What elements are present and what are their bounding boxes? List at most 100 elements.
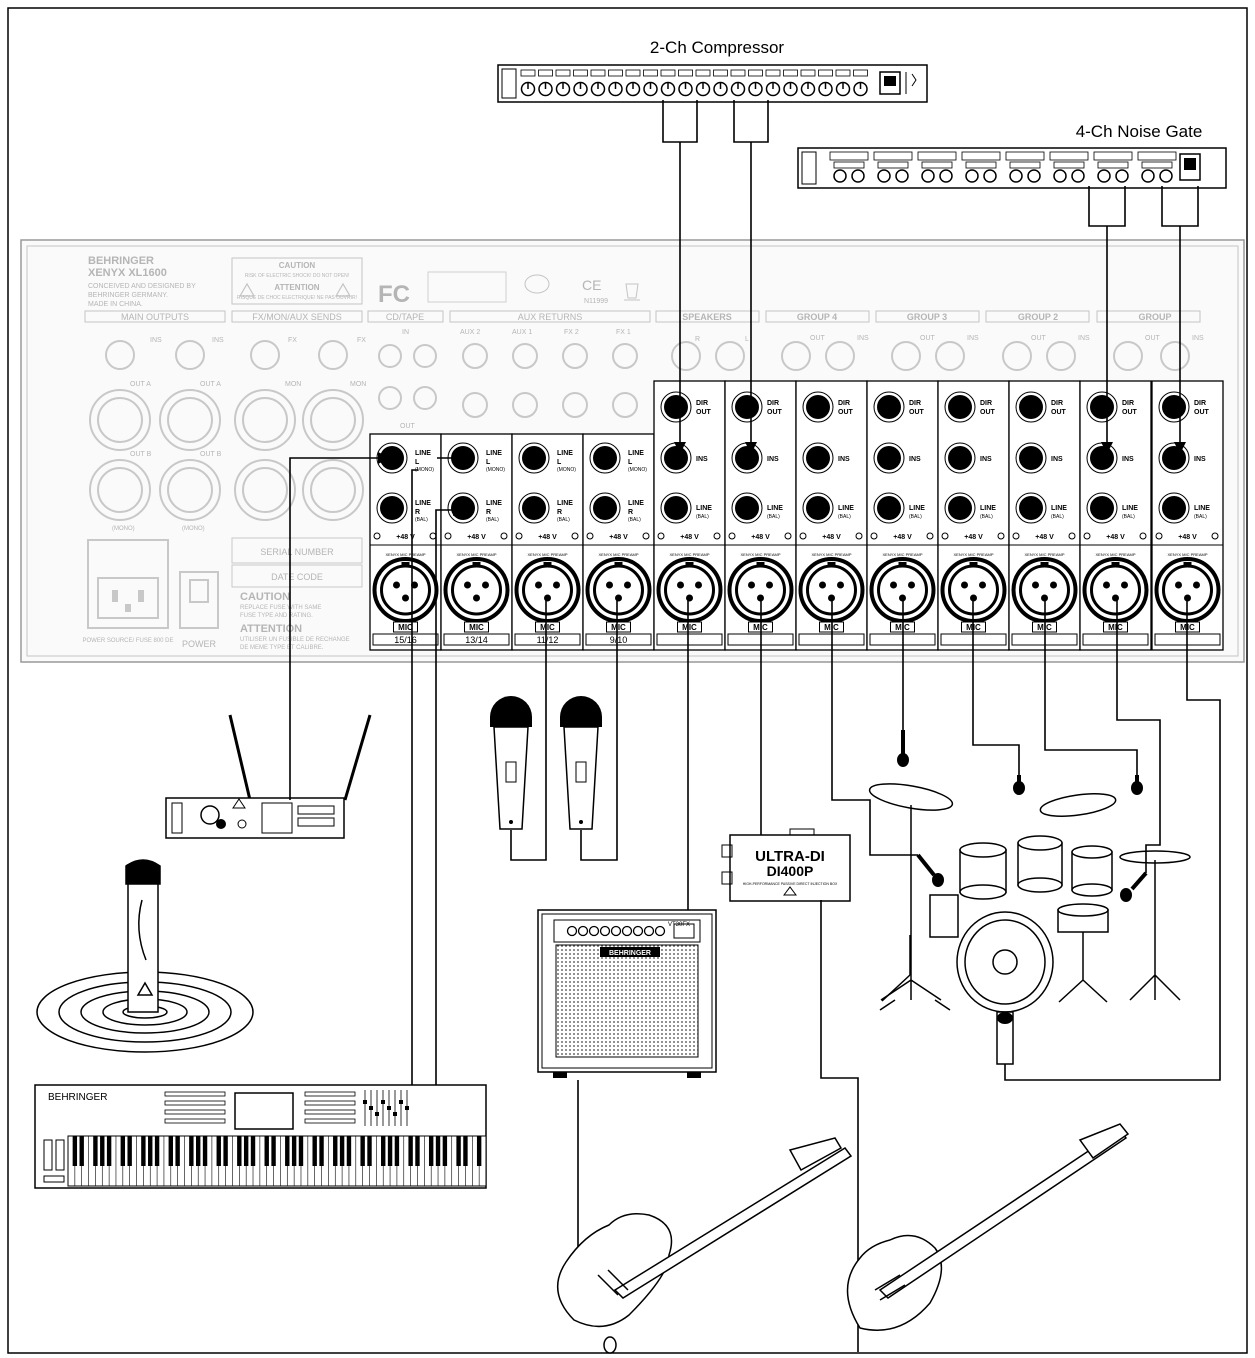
phantom-led (657, 532, 665, 540)
mixer-brand: BEHRINGER (88, 255, 154, 267)
black-key (154, 1136, 160, 1166)
xlr-pin (535, 581, 542, 589)
drum-cables (831, 600, 1221, 1081)
bal-label: (BAL) (628, 517, 641, 523)
preamp-label: XENYX MIC PREAMP (1024, 552, 1064, 557)
bal-label: (BAL) (415, 517, 428, 523)
xlr-latch (898, 562, 907, 566)
black-key (298, 1136, 304, 1166)
mic-label-box (606, 621, 631, 633)
power-source-label: POWER SOURCE/ FUSE 800 DE (82, 638, 173, 644)
gate-meter (1005, 151, 1045, 161)
warning-triangle-icon (238, 282, 352, 297)
mixer-caution-sub: RISK OF ELECTRIC SHOCK! DO NOT OPEN! (245, 273, 349, 279)
dir-out-jack (1019, 395, 1043, 419)
dir-out-label: OUT (1051, 409, 1067, 416)
date-code-label: DATE CODE (271, 572, 323, 582)
insert-jack (806, 446, 830, 470)
black-key (333, 1136, 338, 1166)
gate-switches (833, 161, 865, 169)
drum-mics (897, 730, 1148, 1065)
gate-switches (1053, 161, 1085, 169)
xlr-pin (464, 581, 471, 589)
black-key (106, 1136, 112, 1166)
gate-knob (1071, 169, 1085, 183)
di-cables (760, 600, 859, 1352)
xlr-pin (606, 581, 613, 589)
gate-meter (917, 151, 957, 161)
xlr-pin (979, 581, 986, 589)
switch (573, 69, 588, 77)
black-key (415, 1136, 420, 1166)
label-aux1: AUX 1 (512, 329, 532, 336)
black-key (360, 1136, 365, 1166)
line-label: LINE (628, 450, 644, 457)
channel-number-box (372, 633, 439, 646)
black-key (367, 1136, 372, 1166)
section-headers: MAIN OUTPUTS FX/MON/AUX SENDS CD/TAPE AU… (84, 310, 1201, 323)
black-key (237, 1136, 242, 1166)
dir-out-label: DIR (980, 400, 992, 407)
phantom-led (586, 532, 594, 540)
line-l-label: L (415, 459, 420, 466)
insert-jack (664, 446, 688, 470)
mic-label-box (464, 621, 489, 633)
dir-out-label: DIR (1051, 400, 1063, 407)
bal-label: (BAL) (838, 514, 851, 520)
mixer-conceived-2: BEHRINGER GERMANY. (88, 292, 168, 299)
kb-button-row (304, 1091, 356, 1097)
line-ring (1158, 492, 1190, 524)
drum-kit (868, 783, 1191, 1013)
insert-label: INS (1051, 456, 1063, 463)
xlr-pin (677, 581, 684, 589)
gate-knob (895, 169, 909, 183)
mono-label: (MONO) (628, 467, 647, 473)
xlr-pin (1032, 581, 1039, 589)
line-ring (731, 492, 763, 524)
line-ring (802, 492, 834, 524)
mic-label-box (393, 621, 418, 633)
insert-cables (662, 100, 1199, 448)
xlr-pin (1121, 581, 1128, 589)
line-label: LINE (1051, 505, 1067, 512)
line-l-label: L (557, 459, 562, 466)
insert-arrows (674, 442, 1186, 454)
compressor-knobs (520, 69, 868, 97)
mixer-faint-connectors (89, 340, 1190, 521)
mic-label-box (677, 621, 702, 633)
kb-button-row (304, 1118, 356, 1124)
dir-out-ring (1086, 391, 1118, 423)
phantom-label: +48 V (822, 534, 841, 541)
mic-label: MIC (398, 623, 413, 632)
dir-out-label: DIR (909, 400, 921, 407)
gate-knob (1097, 169, 1111, 183)
insert-label: INS (980, 456, 992, 463)
section-group4: GROUP 4 (797, 312, 837, 322)
black-key (339, 1136, 345, 1166)
bal-label: (BAL) (1051, 514, 1064, 520)
xlr-mic-inner (593, 564, 644, 616)
gate-meter (961, 151, 1001, 161)
switch (853, 69, 868, 77)
insert-ring (873, 442, 905, 474)
kb-fader-cap (363, 1100, 367, 1104)
dir-out-jack (948, 395, 972, 419)
dir-out-label: DIR (838, 400, 850, 407)
dir-out-ring (660, 391, 692, 423)
gate-switches (921, 161, 953, 169)
xlr-mic-inner (664, 564, 715, 616)
xlr-latch (685, 562, 694, 566)
amp-cables (577, 600, 689, 1250)
switch (835, 69, 851, 77)
electric-guitar (556, 1137, 853, 1354)
xlr-pin (899, 594, 906, 602)
gate-meter (873, 151, 913, 161)
xlr-pin (402, 594, 409, 602)
bal-label: (BAL) (1194, 514, 1207, 520)
serial-number-label: SERIAL NUMBER (260, 547, 334, 557)
keyboard: BEHRINGER (34, 1084, 487, 1189)
gate-switches (1009, 161, 1041, 169)
preamp-label: XENYX MIC PREAMP (882, 552, 922, 557)
label-mono-2: (MONO) (182, 526, 205, 532)
